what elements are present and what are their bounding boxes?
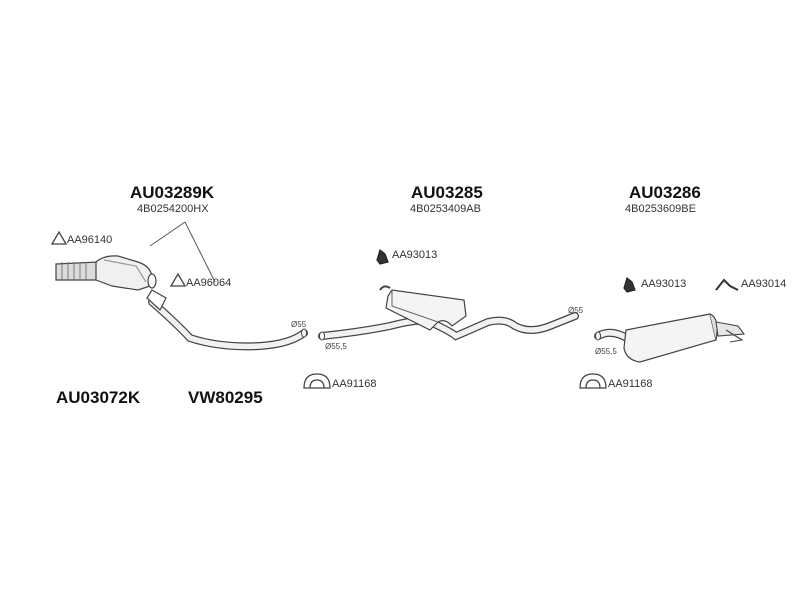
gasket-icon <box>169 272 187 287</box>
hanger-icon <box>715 278 739 291</box>
gasket-icon <box>50 230 68 245</box>
assembly-part-number: AU03286 <box>629 183 701 202</box>
diameter-label: Ø55 <box>291 320 307 329</box>
assembly-oem-number: 4B0253609BE <box>625 203 696 215</box>
assembly-part-number: AU03285 <box>411 183 483 202</box>
mount-part-label: AA93013 <box>392 249 438 261</box>
kit-part-number: AU03072K <box>56 388 141 407</box>
assembly-oem-number: 4B0254200HX <box>137 203 209 215</box>
kit-part-number: VW80295 <box>188 388 263 407</box>
catalytic-converter <box>55 255 157 291</box>
leader-lines <box>149 221 216 283</box>
rear-muffler <box>594 313 746 363</box>
center-muffler <box>318 285 579 341</box>
clamp-icon <box>579 373 607 389</box>
diameter-label: Ø55,5 <box>325 342 347 351</box>
clamp-part-label: AA91168 <box>608 378 653 390</box>
clamp-part-label: AA91168 <box>332 378 377 390</box>
gasket-part-label: AA96064 <box>186 277 232 289</box>
assembly-part-number: AU03289K <box>130 183 215 202</box>
gasket-part-label: AA96140 <box>67 234 113 246</box>
rubber-mount-icon <box>376 248 389 265</box>
hanger-part-label: AA93014 <box>741 278 787 290</box>
clamp-icon <box>303 373 331 389</box>
assembly-oem-number: 4B0253409AB <box>410 203 481 215</box>
front-pipe <box>146 289 308 351</box>
mount-part-label: AA93013 <box>641 278 687 290</box>
rubber-mount-icon <box>623 276 636 293</box>
diameter-label: Ø55,5 <box>595 347 617 356</box>
diameter-label: Ø55 <box>568 306 584 315</box>
